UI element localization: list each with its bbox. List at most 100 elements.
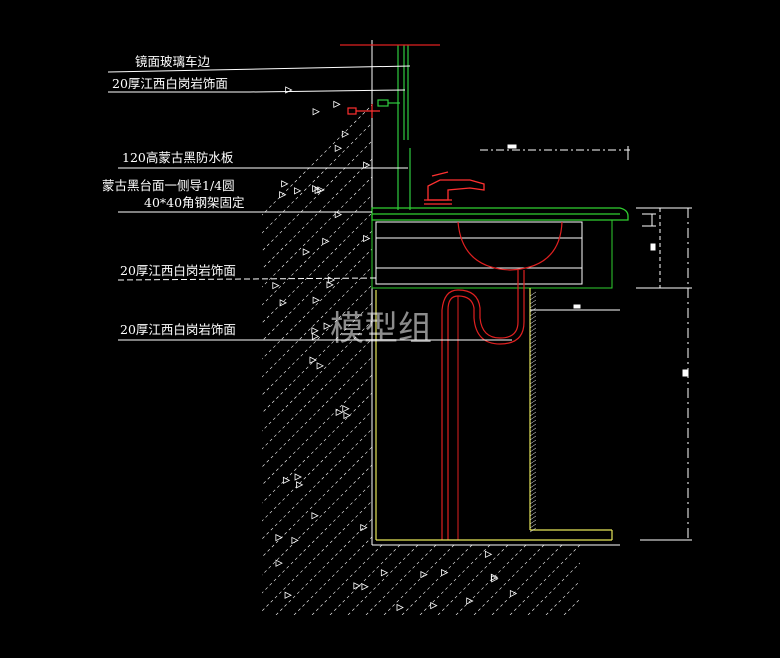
label-waterproof-board: 120高蒙古黑防水板 bbox=[122, 150, 234, 165]
hatch-mark bbox=[312, 296, 320, 304]
hatch-line bbox=[527, 40, 580, 615]
hatch-mark bbox=[282, 476, 291, 484]
hatch-mark bbox=[309, 356, 317, 364]
basin-bowl bbox=[457, 221, 563, 271]
hatch-mark bbox=[311, 332, 320, 341]
hatch-line bbox=[262, 40, 580, 615]
side-hatch-line bbox=[529, 383, 537, 389]
side-hatch-line bbox=[529, 439, 537, 445]
hatch-mark bbox=[281, 180, 289, 188]
side-hatch-line bbox=[529, 367, 537, 373]
side-hatch-line bbox=[529, 387, 537, 393]
hatch-mark bbox=[360, 523, 368, 532]
hatch-line bbox=[262, 40, 580, 615]
side-hatch-line bbox=[529, 447, 537, 453]
hatch-mark bbox=[317, 186, 325, 194]
drain-pipe bbox=[441, 270, 525, 540]
side-hatch-line bbox=[529, 335, 537, 341]
side-hatch-line bbox=[529, 459, 537, 465]
side-hatch-line bbox=[529, 443, 537, 449]
hatch-mark bbox=[285, 86, 293, 94]
side-hatch-line bbox=[529, 407, 537, 413]
hatch-mark bbox=[291, 536, 299, 545]
wall-fixture-icon bbox=[347, 99, 400, 118]
hatch-mark bbox=[311, 512, 319, 520]
hatch-line bbox=[262, 40, 533, 615]
dimension-lines bbox=[480, 144, 692, 541]
hatch-mark bbox=[341, 130, 350, 138]
label-countertop-edge: 蒙古黑台面一侧导1/4圆 bbox=[102, 178, 235, 193]
hatch-mark bbox=[327, 276, 336, 284]
side-hatch-line bbox=[529, 415, 537, 421]
hatch-mark bbox=[316, 362, 324, 370]
side-hatch-line bbox=[529, 379, 537, 385]
side-hatch-line bbox=[529, 467, 537, 473]
hatch-line bbox=[262, 40, 580, 615]
hatch-mark bbox=[326, 281, 334, 289]
vanity-frame bbox=[371, 219, 613, 289]
side-hatch-line bbox=[529, 427, 537, 433]
hatch-line bbox=[262, 40, 569, 615]
hatch-line bbox=[582, 35, 780, 615]
hatch-mark bbox=[396, 603, 404, 612]
hatch-line bbox=[262, 40, 580, 615]
side-hatch-line bbox=[529, 463, 537, 469]
hatch-line bbox=[262, 40, 580, 615]
side-hatch-line bbox=[529, 451, 537, 457]
hatch-line bbox=[437, 40, 580, 615]
side-hatch-line bbox=[529, 527, 537, 533]
hatch-line bbox=[262, 40, 580, 615]
hatch-line bbox=[401, 40, 580, 615]
hatch-mark bbox=[312, 108, 320, 116]
hatch-mark bbox=[441, 569, 449, 577]
side-hatch-line bbox=[529, 523, 537, 529]
hatch-mark bbox=[343, 411, 351, 420]
hatch-mark bbox=[430, 601, 438, 610]
side-hatch-line bbox=[529, 347, 537, 353]
side-hatch-line bbox=[529, 315, 537, 321]
hatch-mark bbox=[275, 533, 283, 542]
side-hatch-line bbox=[529, 351, 537, 357]
hatch-line bbox=[690, 35, 780, 615]
side-hatch-line bbox=[529, 303, 537, 309]
side-hatch-line bbox=[529, 495, 537, 501]
countertop bbox=[371, 207, 629, 221]
side-hatch-line bbox=[529, 295, 537, 301]
side-hatch-line bbox=[529, 291, 537, 297]
side-hatch-line bbox=[529, 375, 537, 381]
hatch-line bbox=[618, 35, 780, 615]
side-hatch-line bbox=[529, 311, 537, 317]
hatch-mark bbox=[311, 327, 319, 335]
hatch-line bbox=[491, 40, 580, 615]
hatch-line bbox=[455, 40, 580, 615]
hatch-mark bbox=[333, 100, 341, 109]
hatch-line bbox=[383, 40, 580, 615]
label-granite-facing-top: 20厚江西白岗岩饰面 bbox=[112, 76, 228, 91]
label-granite-facing-low: 20厚江西白岗岩饰面 bbox=[120, 322, 236, 337]
side-hatch-line bbox=[529, 359, 537, 365]
hatch-line bbox=[563, 40, 580, 615]
hatch-mark bbox=[420, 570, 428, 579]
hatch-mark bbox=[342, 405, 350, 413]
side-hatch-line bbox=[529, 519, 537, 525]
leader-lines bbox=[107, 65, 512, 341]
hatch-line bbox=[262, 40, 580, 615]
side-hatch-line bbox=[529, 339, 537, 345]
hatch-mark bbox=[363, 161, 371, 169]
side-hatch-line bbox=[529, 327, 537, 333]
side-hatch-line bbox=[529, 487, 537, 493]
cabinet bbox=[375, 288, 613, 541]
side-hatch-line bbox=[529, 471, 537, 477]
hatch-mark bbox=[323, 322, 331, 330]
hatch-mark bbox=[279, 299, 287, 307]
side-hatch-line bbox=[529, 363, 537, 369]
side-hatch-line bbox=[529, 411, 537, 417]
side-hatch-line bbox=[529, 399, 537, 405]
hatch-line bbox=[762, 35, 780, 615]
hatch-mark bbox=[509, 589, 518, 598]
hatch-mark bbox=[296, 481, 304, 489]
hatch-mark bbox=[312, 184, 320, 193]
cabinet-side-hatch bbox=[529, 291, 537, 533]
